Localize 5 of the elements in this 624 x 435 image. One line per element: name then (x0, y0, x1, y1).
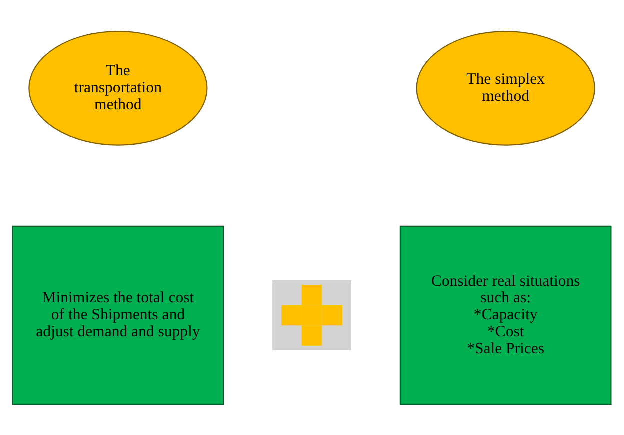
node-ellipse: The transportation method (28, 30, 208, 146)
node-box: Minimizes the total cost of the Shipments and adjust demand and supply (12, 225, 224, 405)
node-box: Consider real situations such as: *Capacity *Cost *Sale Prices (400, 225, 612, 405)
node-cross (272, 280, 352, 350)
node-ellipse: The simplex method (416, 30, 596, 146)
